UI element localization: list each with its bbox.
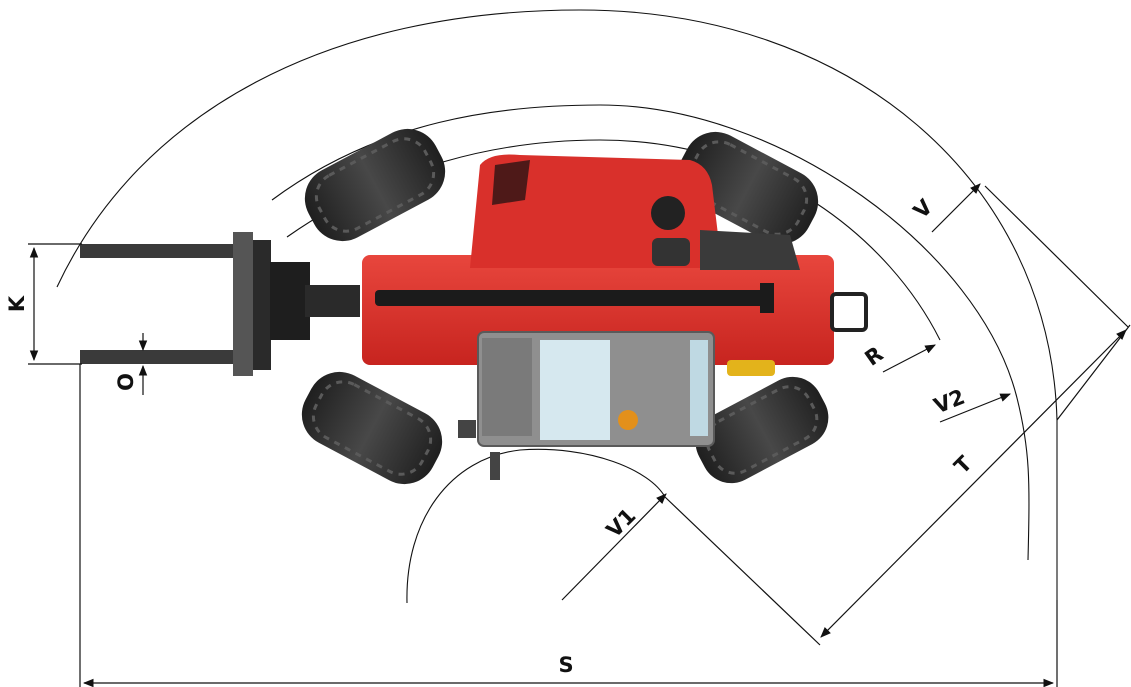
fork-lower [80,350,250,364]
label-O: O [114,373,138,391]
label-T: T [949,451,977,479]
fork-upper [80,244,250,258]
rear-hitch [830,292,868,332]
dimension-lines [28,183,1131,687]
cab-glass [540,340,610,440]
dim-V1 [561,493,667,601]
tyre-rear-right [695,376,829,484]
label-S: S [558,653,573,677]
label-V: V [909,194,938,223]
fork-carriage [233,232,253,376]
boom [375,290,770,306]
tyre-front-left [304,128,446,242]
label-K: K [5,295,29,312]
outer-arc [56,9,1058,600]
dim-R [882,344,936,373]
dim-V [931,183,981,233]
tyre-front-right [301,371,443,485]
label-R: R [860,342,887,371]
tyre-rear-left [677,131,819,245]
exhaust [651,196,685,230]
dim-T [820,329,1127,638]
label-V1: V1 [602,504,641,543]
telehandler-machine [80,128,868,485]
dim-V2 [939,393,1012,423]
small-inner-arc [406,448,666,604]
